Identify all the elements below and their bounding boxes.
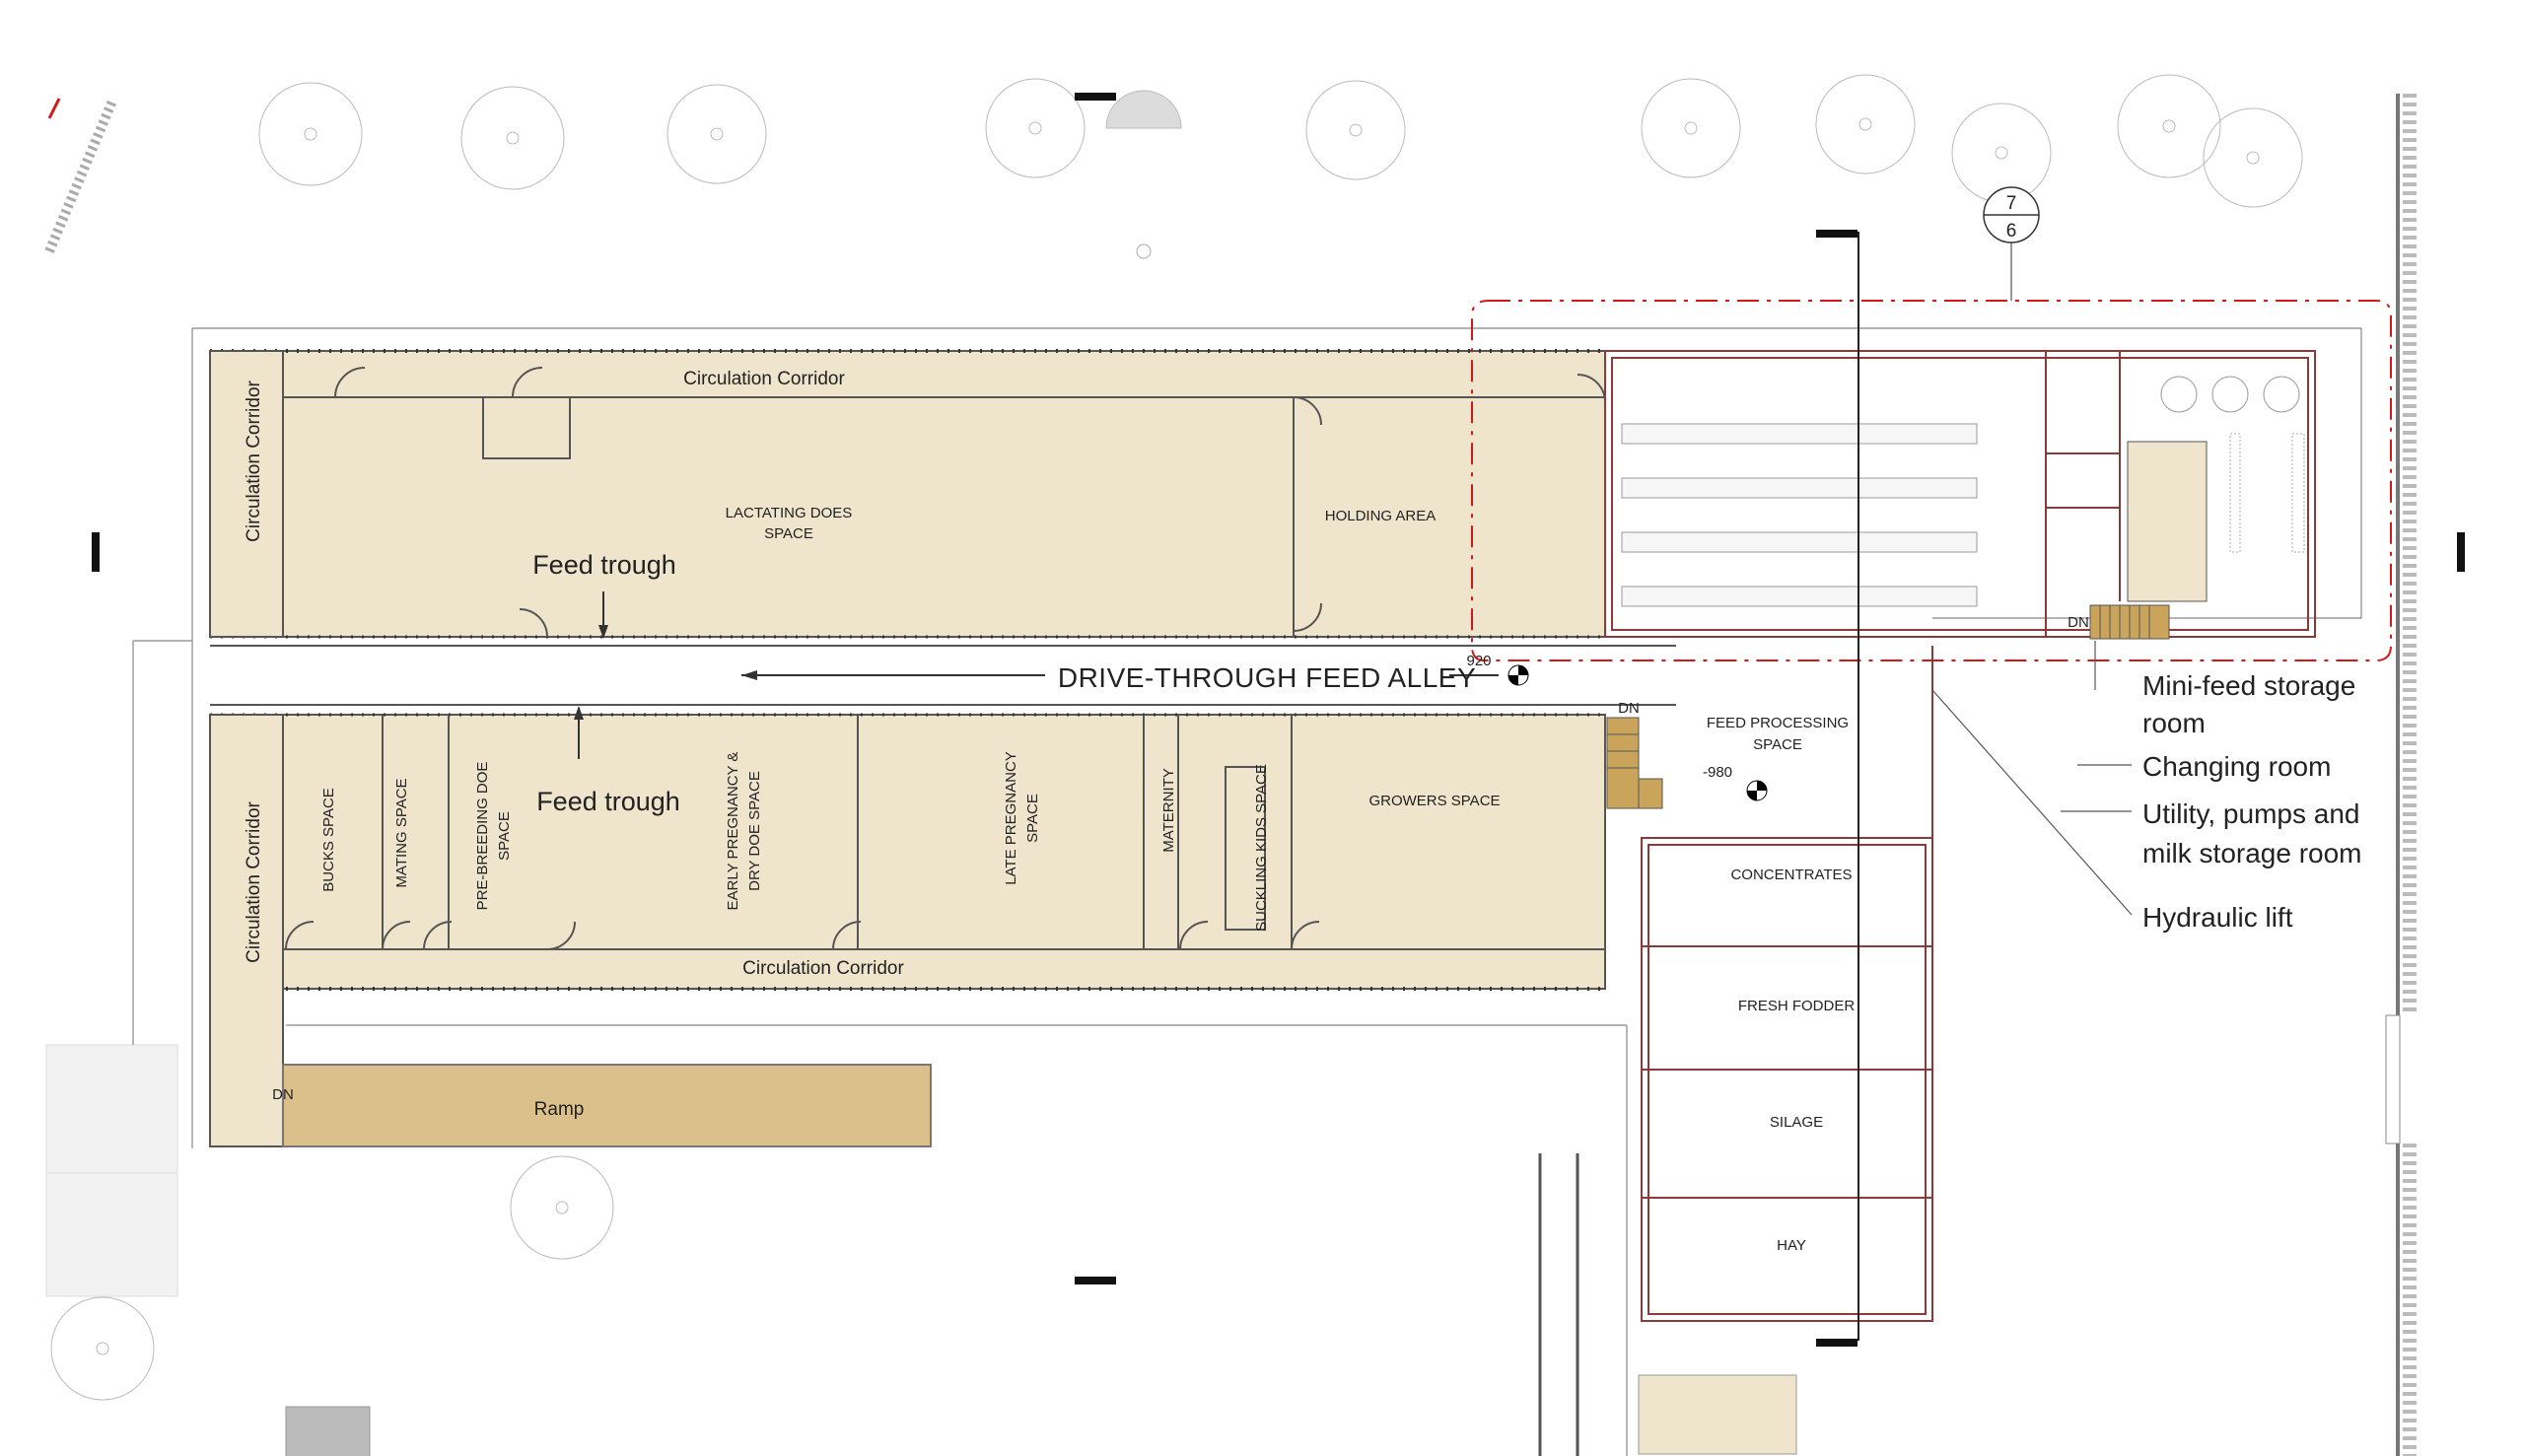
label-mating-space: MATING SPACE — [393, 778, 410, 887]
label-dn-left: DN — [272, 1086, 294, 1103]
label-early-pregnancy-line2: DRY DOE SPACE — [746, 771, 763, 891]
legend-utility-line1: Utility, pumps and — [2142, 798, 2359, 829]
label-lactating-does-line1: LACTATING DOES — [726, 505, 853, 521]
label-early-pregnancy-line1: EARLY PREGNANCY & — [725, 752, 741, 911]
section-marker — [1075, 1277, 1116, 1284]
label-maternity: MATERNITY — [1160, 768, 1177, 853]
label-pre-breeding-line1: PRE-BREEDING DOE — [474, 762, 491, 911]
adjacent-structure — [285, 1406, 371, 1456]
site-lines — [132, 327, 2362, 1456]
section-marker — [2457, 532, 2465, 572]
adjacent-building — [45, 1172, 178, 1297]
label-growers-space: GROWERS SPACE — [1368, 793, 1500, 809]
label-fresh-fodder: FRESH FODDER — [1738, 998, 1856, 1014]
label-late-pregnancy-line1: LATE PREGNANCY — [1003, 751, 1019, 885]
label-dn-mid: DN — [1618, 700, 1640, 717]
label-suckling-kids: SUCKLING KIDS SPACE — [1253, 764, 1270, 932]
label-feed-trough-bottom: Feed trough — [536, 787, 680, 816]
ramp — [282, 1064, 932, 1147]
label-circulation-corridor-top: Circulation Corridor — [683, 369, 845, 389]
left-corridor-lower — [209, 714, 284, 1147]
label-pre-breeding-line2: SPACE — [496, 811, 513, 861]
label-hay: HAY — [1777, 1237, 1806, 1254]
label-section-bottom: 6 — [2006, 221, 2017, 242]
legend-mini-feed-line1: Mini-feed storage — [2142, 670, 2355, 701]
label-dn-right: DN — [2068, 614, 2089, 631]
adjacent-building — [45, 1044, 178, 1174]
milking-parlour — [1604, 350, 2316, 640]
stair-mid — [1606, 717, 1663, 809]
label-silage: SILAGE — [1770, 1114, 1823, 1131]
left-corridor-upper — [209, 350, 284, 638]
label-level-980: -980 — [1703, 764, 1732, 781]
label-concentrates: CONCENTRATES — [1730, 867, 1852, 883]
extent-boundary — [1471, 300, 2392, 661]
section-callout — [1983, 186, 2040, 301]
legend-mini-feed-line2: room — [2142, 708, 2206, 738]
label-lactating-does-line2: SPACE — [764, 525, 813, 542]
label-circulation-corridor-bottom: Circulation Corridor — [742, 958, 904, 979]
label-feed-alley: DRIVE-THROUGH FEED ALLEY — [1058, 662, 1476, 693]
label-feed-trough-top: Feed trough — [532, 550, 676, 580]
landscape-trees — [44, 74, 2303, 1401]
feed-alley — [210, 591, 1768, 801]
lower-barn-wing — [209, 714, 1606, 990]
label-circulation-corridor-left-upper: Circulation Corridor — [244, 381, 264, 542]
section-marker — [1816, 1339, 1858, 1347]
label-ramp: Ramp — [534, 1099, 585, 1120]
label-circulation-corridor-left-lower: Circulation Corridor — [244, 801, 264, 963]
upper-barn-wing — [209, 350, 1606, 638]
label-holding-area: HOLDING AREA — [1325, 508, 1437, 524]
boundary-fence — [2385, 94, 2417, 1456]
lower-wing-interior — [210, 713, 1605, 991]
feed-stores — [1638, 646, 1933, 1455]
legend-utility-line2: milk storage room — [2142, 838, 2362, 868]
legend-changing-room: Changing room — [2142, 751, 2331, 782]
label-bucks-space: BUCKS SPACE — [320, 788, 337, 892]
section-marker — [1075, 93, 1116, 101]
label-late-pregnancy-line2: SPACE — [1024, 794, 1041, 843]
section-marker — [1816, 230, 1858, 238]
label-feed-processing-line2: SPACE — [1753, 736, 1802, 753]
section-marker — [92, 532, 100, 572]
label-section-top: 7 — [2006, 193, 2017, 214]
label-feed-processing-line1: FEED PROCESSING — [1707, 715, 1849, 731]
label-level-920: 920 — [1466, 653, 1491, 669]
legend-leaders — [1931, 641, 2133, 916]
legend-hydraulic-lift: Hydraulic lift — [2142, 902, 2293, 933]
